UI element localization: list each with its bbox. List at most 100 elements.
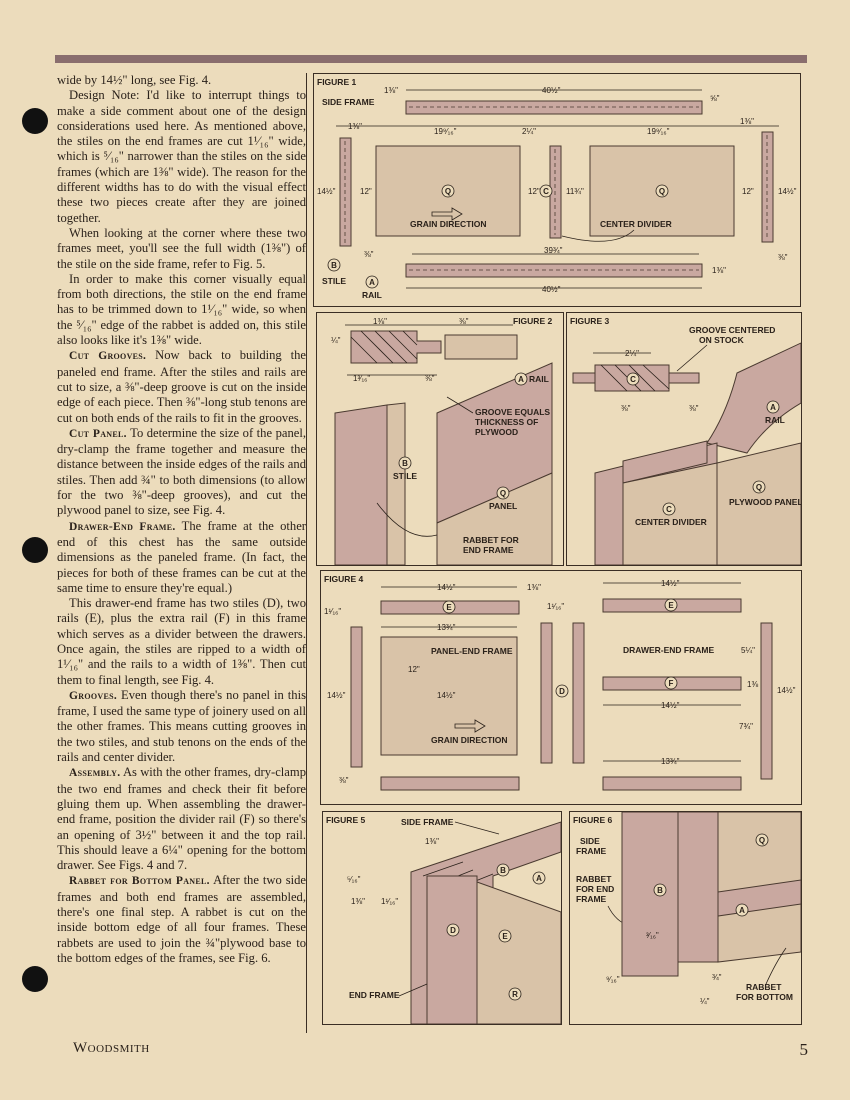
stile-left: [350, 626, 363, 768]
label-groove: THICKNESS OF: [475, 417, 538, 427]
rail-bottom: [405, 263, 703, 278]
rail-section: [444, 334, 518, 360]
dim: ¾": [712, 973, 722, 982]
grain-arrow-icon: [454, 719, 486, 733]
paragraph-body: Even though there's no panel in this fra…: [57, 687, 306, 765]
dim: 12": [360, 187, 372, 196]
label-r: R: [512, 990, 518, 999]
center-divider: [622, 440, 708, 484]
label-side-frame: SIDE: [580, 836, 600, 846]
label-a: A: [518, 375, 524, 384]
paragraph: Rabbet for Bottom Panel. After the two s…: [57, 873, 306, 966]
rail-bottom: [602, 776, 742, 791]
dim: 14½": [661, 579, 680, 588]
dim: 14½": [317, 187, 336, 196]
label-d: D: [450, 926, 456, 935]
dim: 12": [742, 187, 754, 196]
section-heading: Assembly.: [69, 767, 121, 780]
dim: 19⁹⁄₁₆": [647, 127, 670, 136]
rail-bottom: [380, 776, 520, 791]
dim: ⅜": [689, 404, 699, 413]
label-c: C: [666, 505, 672, 514]
dim: 14½": [778, 187, 797, 196]
dim: 1¹⁄₁₆": [547, 602, 564, 611]
figure-title: FIGURE 6: [573, 815, 612, 825]
stile-d-right: [572, 622, 585, 764]
dim: 7¾": [739, 722, 753, 731]
dim: 1⅜": [384, 86, 398, 95]
plywood-panel: [716, 442, 801, 565]
binder-hole: [22, 108, 48, 134]
label-c: C: [630, 375, 636, 384]
label-a: A: [770, 403, 776, 412]
figure-title: FIGURE 4: [324, 574, 363, 584]
label-center-divider: CENTER DIVIDER: [635, 517, 707, 527]
dim: 1⅜": [351, 897, 365, 906]
label-e: E: [502, 932, 508, 941]
label-grain-direction: GRAIN DIRECTION: [410, 219, 487, 229]
article-text-column: wide by 14½" long, see Fig. 4. Design No…: [57, 73, 307, 1033]
dim: 14½": [437, 691, 456, 700]
dim: 2¼": [522, 127, 536, 136]
label-rabbet-bottom: RABBET: [746, 982, 782, 992]
label-q: Q: [500, 489, 506, 498]
label-q: Q: [659, 187, 665, 196]
dim: 13¾": [661, 757, 680, 766]
label-a: A: [536, 874, 542, 883]
binder-hole: [22, 966, 48, 992]
paragraph: Grooves. Even though there's no panel in…: [57, 688, 306, 765]
figure-4: FIGURE 4 14½" 1⅜" 1¹⁄₁₆" E 1¹⁄₁₆" 13¾" P…: [320, 570, 802, 805]
panel-edge-right: [668, 372, 700, 384]
label-stile: STILE: [322, 276, 346, 286]
dim: ¼": [700, 997, 710, 1006]
dim: ⅝": [710, 94, 720, 103]
figure-title: FIGURE 5: [326, 815, 365, 825]
paragraph: Cut Grooves. Now back to building the pa…: [57, 348, 306, 425]
paragraph-body: The frame at the other end of this chest…: [57, 518, 306, 595]
dim: 13¾": [437, 623, 456, 632]
label-end-frame: END FRAME: [349, 990, 400, 1000]
figure-5: FIGURE 5 SIDE FRAME 1⅜" ⁵⁄₁₆" 1⅜" 1¹⁄₁₆"…: [322, 811, 562, 1025]
label-b: B: [331, 261, 337, 270]
section-heading: Cut Panel.: [69, 427, 127, 440]
plywood-panel: [436, 472, 553, 565]
paragraph: Assembly. As with the other frames, dry-…: [57, 765, 306, 873]
binder-hole: [22, 537, 48, 563]
label-b: B: [500, 866, 506, 875]
dim: 5¼": [741, 646, 755, 655]
figure-2: FIGURE 2 1⅜" ⅜" ¼" 1³⁄₁₆" ⅜" A RAIL GROO…: [316, 312, 564, 566]
dim: ⅜": [621, 404, 631, 413]
figure-1: FIGURE 1 SIDE FRAME 40½" 1⅜" ⅝" 1⅜" 19⁹⁄…: [313, 73, 801, 307]
dim: 1¹⁄₁₆": [324, 607, 341, 616]
section-heading: Cut Grooves.: [69, 350, 147, 363]
label-side-frame: FRAME: [576, 846, 607, 856]
dim: 1⅜": [527, 583, 541, 592]
label-panel-end-frame: PANEL-END FRAME: [431, 646, 513, 656]
label-q: Q: [756, 483, 762, 492]
dim: 14½": [437, 583, 456, 592]
paragraph-body: As with the other frames, dry-clamp the …: [57, 765, 306, 873]
magazine-name: Woodsmith: [73, 1040, 150, 1056]
label-rail: RAIL: [529, 374, 549, 384]
panel: [380, 636, 518, 756]
dim: ⅜": [425, 374, 435, 383]
label-plywood-panel: PLYWOOD PANEL: [729, 497, 801, 507]
dim: 40½": [542, 285, 561, 294]
label-rabbet-end: FRAME: [576, 894, 607, 904]
label-panel: PANEL: [489, 501, 517, 511]
dim: 14½": [327, 691, 346, 700]
label-rabbet: END FRAME: [463, 545, 514, 555]
label-side-frame: SIDE FRAME: [401, 817, 454, 827]
section-heading: Grooves.: [69, 689, 118, 702]
dim: 12": [408, 665, 420, 674]
label-groove: PLYWOOD: [475, 427, 518, 437]
dim: ¼": [331, 336, 341, 345]
side-frame-stile: [621, 812, 679, 977]
dim: 1⅜": [740, 117, 754, 126]
dim: 1⅜": [348, 122, 362, 131]
paragraph: When looking at the corner where these t…: [57, 225, 306, 271]
dim: ⁵⁄₁₆": [347, 875, 361, 884]
figure-title: FIGURE 1: [317, 77, 356, 87]
paragraph-body: After the two side frames and both end f…: [57, 873, 306, 965]
figure-title: FIGURE 2: [513, 316, 552, 326]
